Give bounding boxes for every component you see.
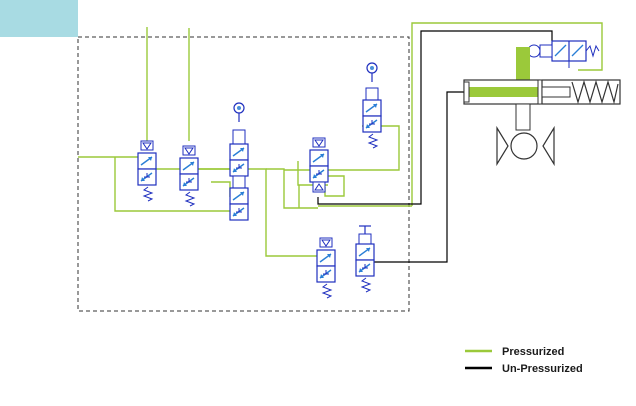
process-valve <box>496 103 555 167</box>
double-pilot-valve[interactable] <box>309 137 329 193</box>
control-boundary <box>77 36 410 312</box>
pilot-valve-1[interactable] <box>137 140 157 202</box>
push-button-valve[interactable] <box>355 225 375 293</box>
roller-valve-stack[interactable] <box>229 102 249 221</box>
pilot-valve-lower[interactable] <box>316 237 336 299</box>
pneumatic-cylinder <box>463 79 621 105</box>
legend-unpressurized-label: Un-Pressurized <box>502 363 583 375</box>
actuator-stem <box>516 47 530 85</box>
legend-pressurized-label: Pressurized <box>502 346 564 358</box>
roller-valve-upper[interactable] <box>362 62 382 149</box>
corner-panel <box>0 0 78 37</box>
actuator-control-valve[interactable] <box>527 40 600 68</box>
pilot-valve-2[interactable] <box>179 145 199 207</box>
legend: Pressurized Un-Pressurized <box>465 346 583 375</box>
